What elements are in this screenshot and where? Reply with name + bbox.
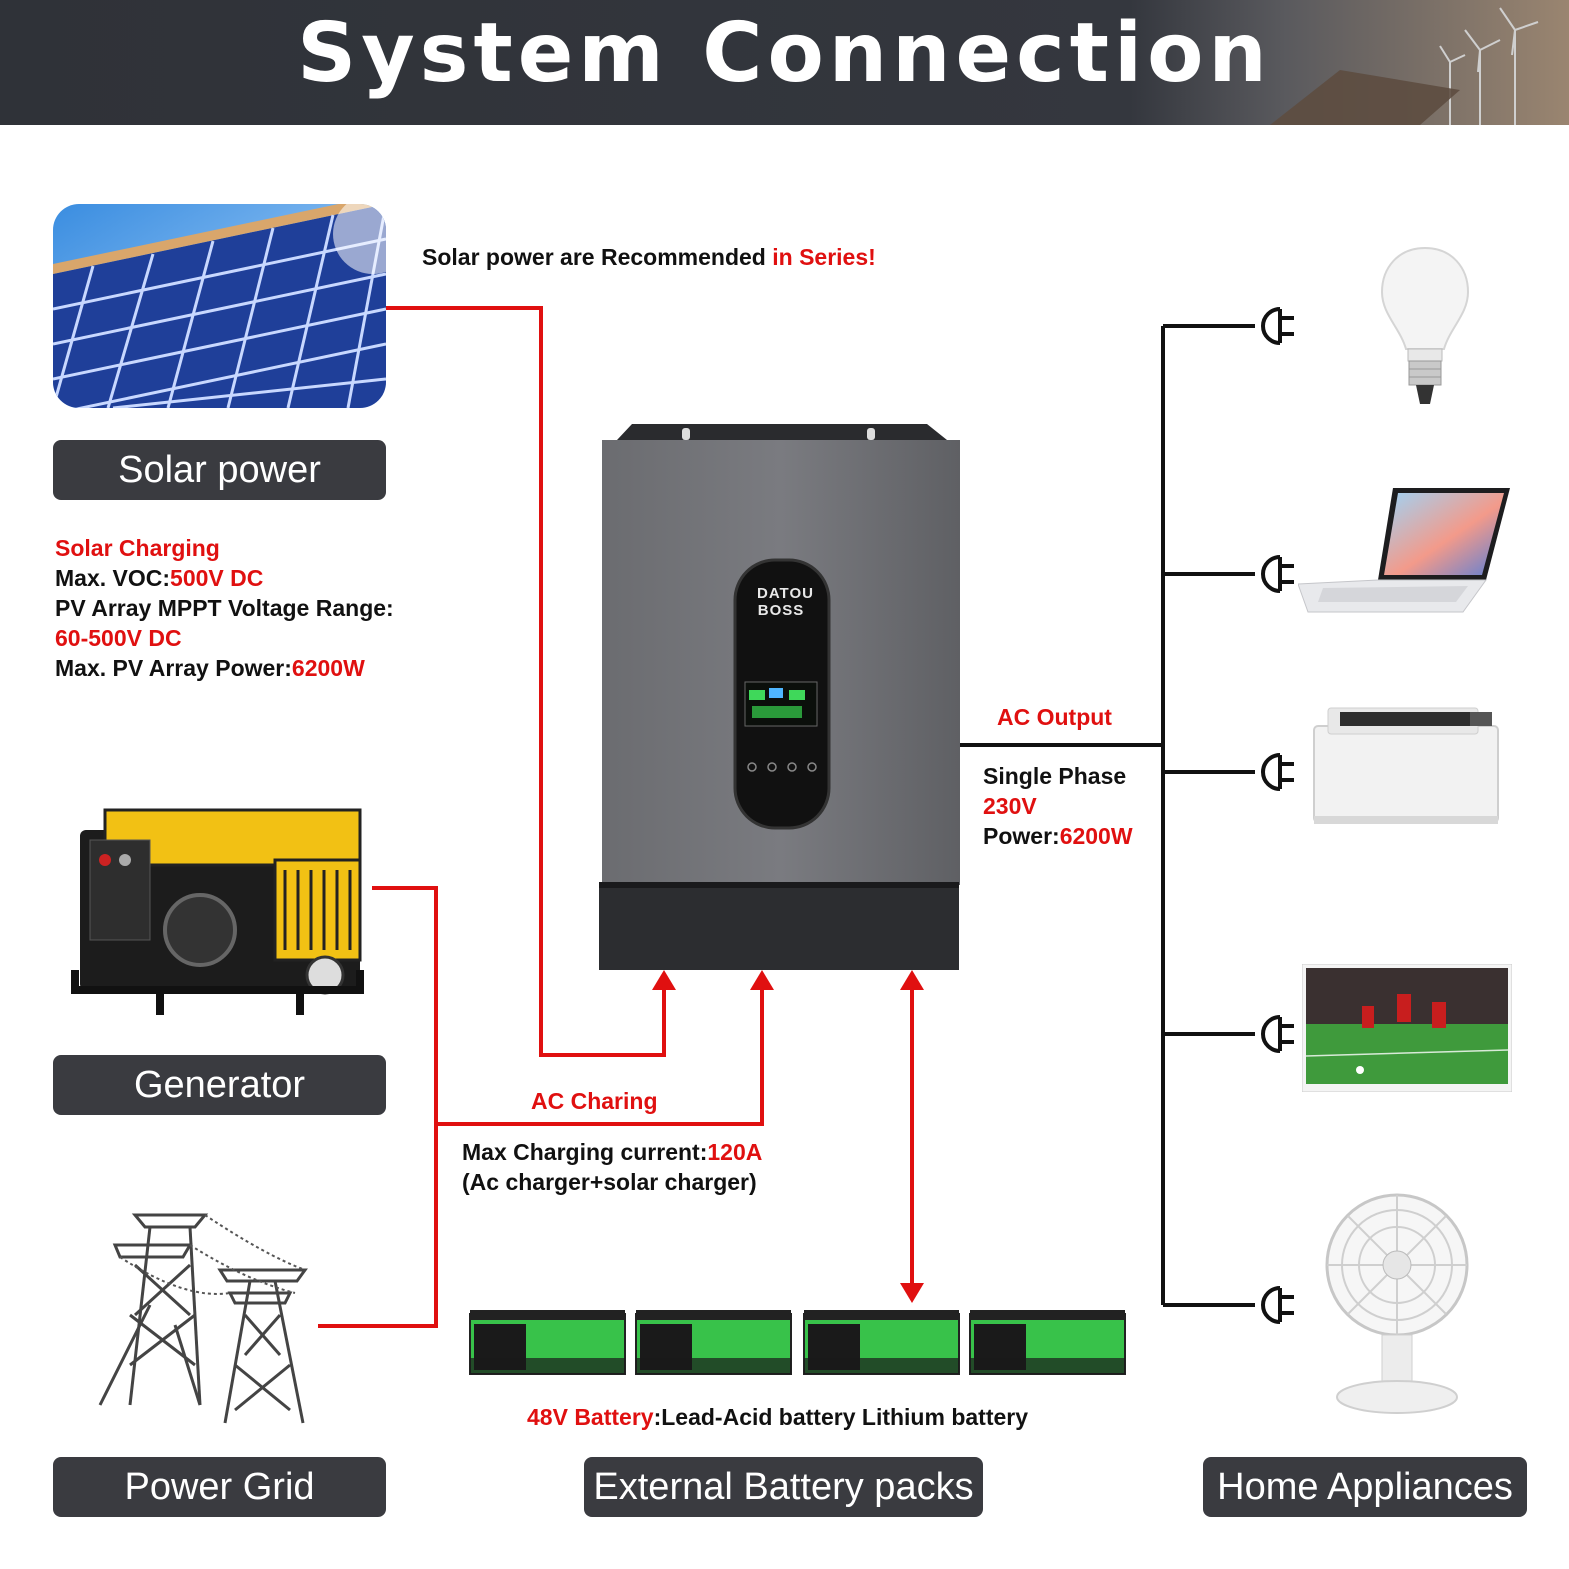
ac-charging-title: AC Charing xyxy=(531,1088,658,1114)
laptop-icon xyxy=(1298,488,1510,613)
mppt-range-value: 60-500V DC xyxy=(55,625,182,651)
power-grid-label: Power Grid xyxy=(53,1457,386,1517)
battery-icon xyxy=(969,1310,1126,1375)
home-appliances-label: Home Appliances xyxy=(1203,1457,1527,1517)
arrow-up-icon xyxy=(652,970,676,990)
solar-charging-specs: Solar Charging Max. VOC:500V DC PV Array… xyxy=(55,533,394,683)
max-pv-power-spec: Max. PV Array Power:6200W xyxy=(55,655,365,681)
ac-output-phase: Single Phase xyxy=(983,763,1127,789)
inverter-brand: DATOU BOSS xyxy=(757,585,814,619)
power-grid-tower-icon xyxy=(98,1213,308,1424)
generator-icon xyxy=(71,808,364,1015)
battery-icon xyxy=(803,1310,960,1375)
plug-icon xyxy=(1261,307,1294,345)
solar-charging-title: Solar Charging xyxy=(55,535,220,561)
solar-panel-icon xyxy=(53,204,386,408)
mppt-range-label: PV Array MPPT Voltage Range: xyxy=(55,595,394,621)
battery-icon xyxy=(635,1310,792,1375)
ac-output-voltage: 230V xyxy=(983,793,1037,819)
plug-icon xyxy=(1261,753,1294,791)
inverter-icon xyxy=(599,424,960,970)
light-bulb-icon xyxy=(1380,246,1470,404)
solar-line xyxy=(386,306,666,1057)
max-voc-spec: Max. VOC:500V DC xyxy=(55,565,264,591)
external-battery-packs-label: External Battery packs xyxy=(584,1457,983,1517)
ac-output-power: Power:6200W xyxy=(983,823,1133,849)
arrow-down-icon xyxy=(900,1283,924,1303)
wind-turbines-icon xyxy=(1270,7,1539,125)
tv-icon xyxy=(1302,964,1512,1092)
ac-output-title: AC Output xyxy=(997,704,1112,730)
ac-charging-specs: Max Charging current:120A (Ac charger+so… xyxy=(462,1137,762,1197)
battery-spec: 48V Battery:Lead-Acid battery Lithium ba… xyxy=(527,1404,1029,1430)
battery-packs-icon xyxy=(469,1310,1126,1375)
generator-label: Generator xyxy=(53,1055,386,1115)
plug-icon xyxy=(1261,1286,1294,1324)
arrow-up-icon xyxy=(900,970,924,990)
printer-icon xyxy=(1313,707,1499,824)
plug-icon xyxy=(1261,555,1294,593)
max-charging-current-spec: Max Charging current:120A xyxy=(462,1139,763,1165)
arrow-up-icon xyxy=(750,970,774,990)
ac-charging-note: (Ac charger+solar charger) xyxy=(462,1169,757,1195)
solar-series-note: Solar power are Recommended in Series! xyxy=(422,244,876,270)
plug-icon xyxy=(1261,1015,1294,1053)
desk-fan-icon xyxy=(1325,1193,1469,1414)
ac-charging-line xyxy=(436,985,764,1126)
page-title: System Connection xyxy=(297,6,1272,101)
header-banner: System Connection xyxy=(0,0,1569,125)
ac-output-specs: Single Phase 230V Power:6200W xyxy=(983,761,1133,851)
battery-icon xyxy=(469,1310,626,1375)
generator-grid-line xyxy=(318,886,438,1328)
solar-power-label: Solar power xyxy=(53,440,386,500)
